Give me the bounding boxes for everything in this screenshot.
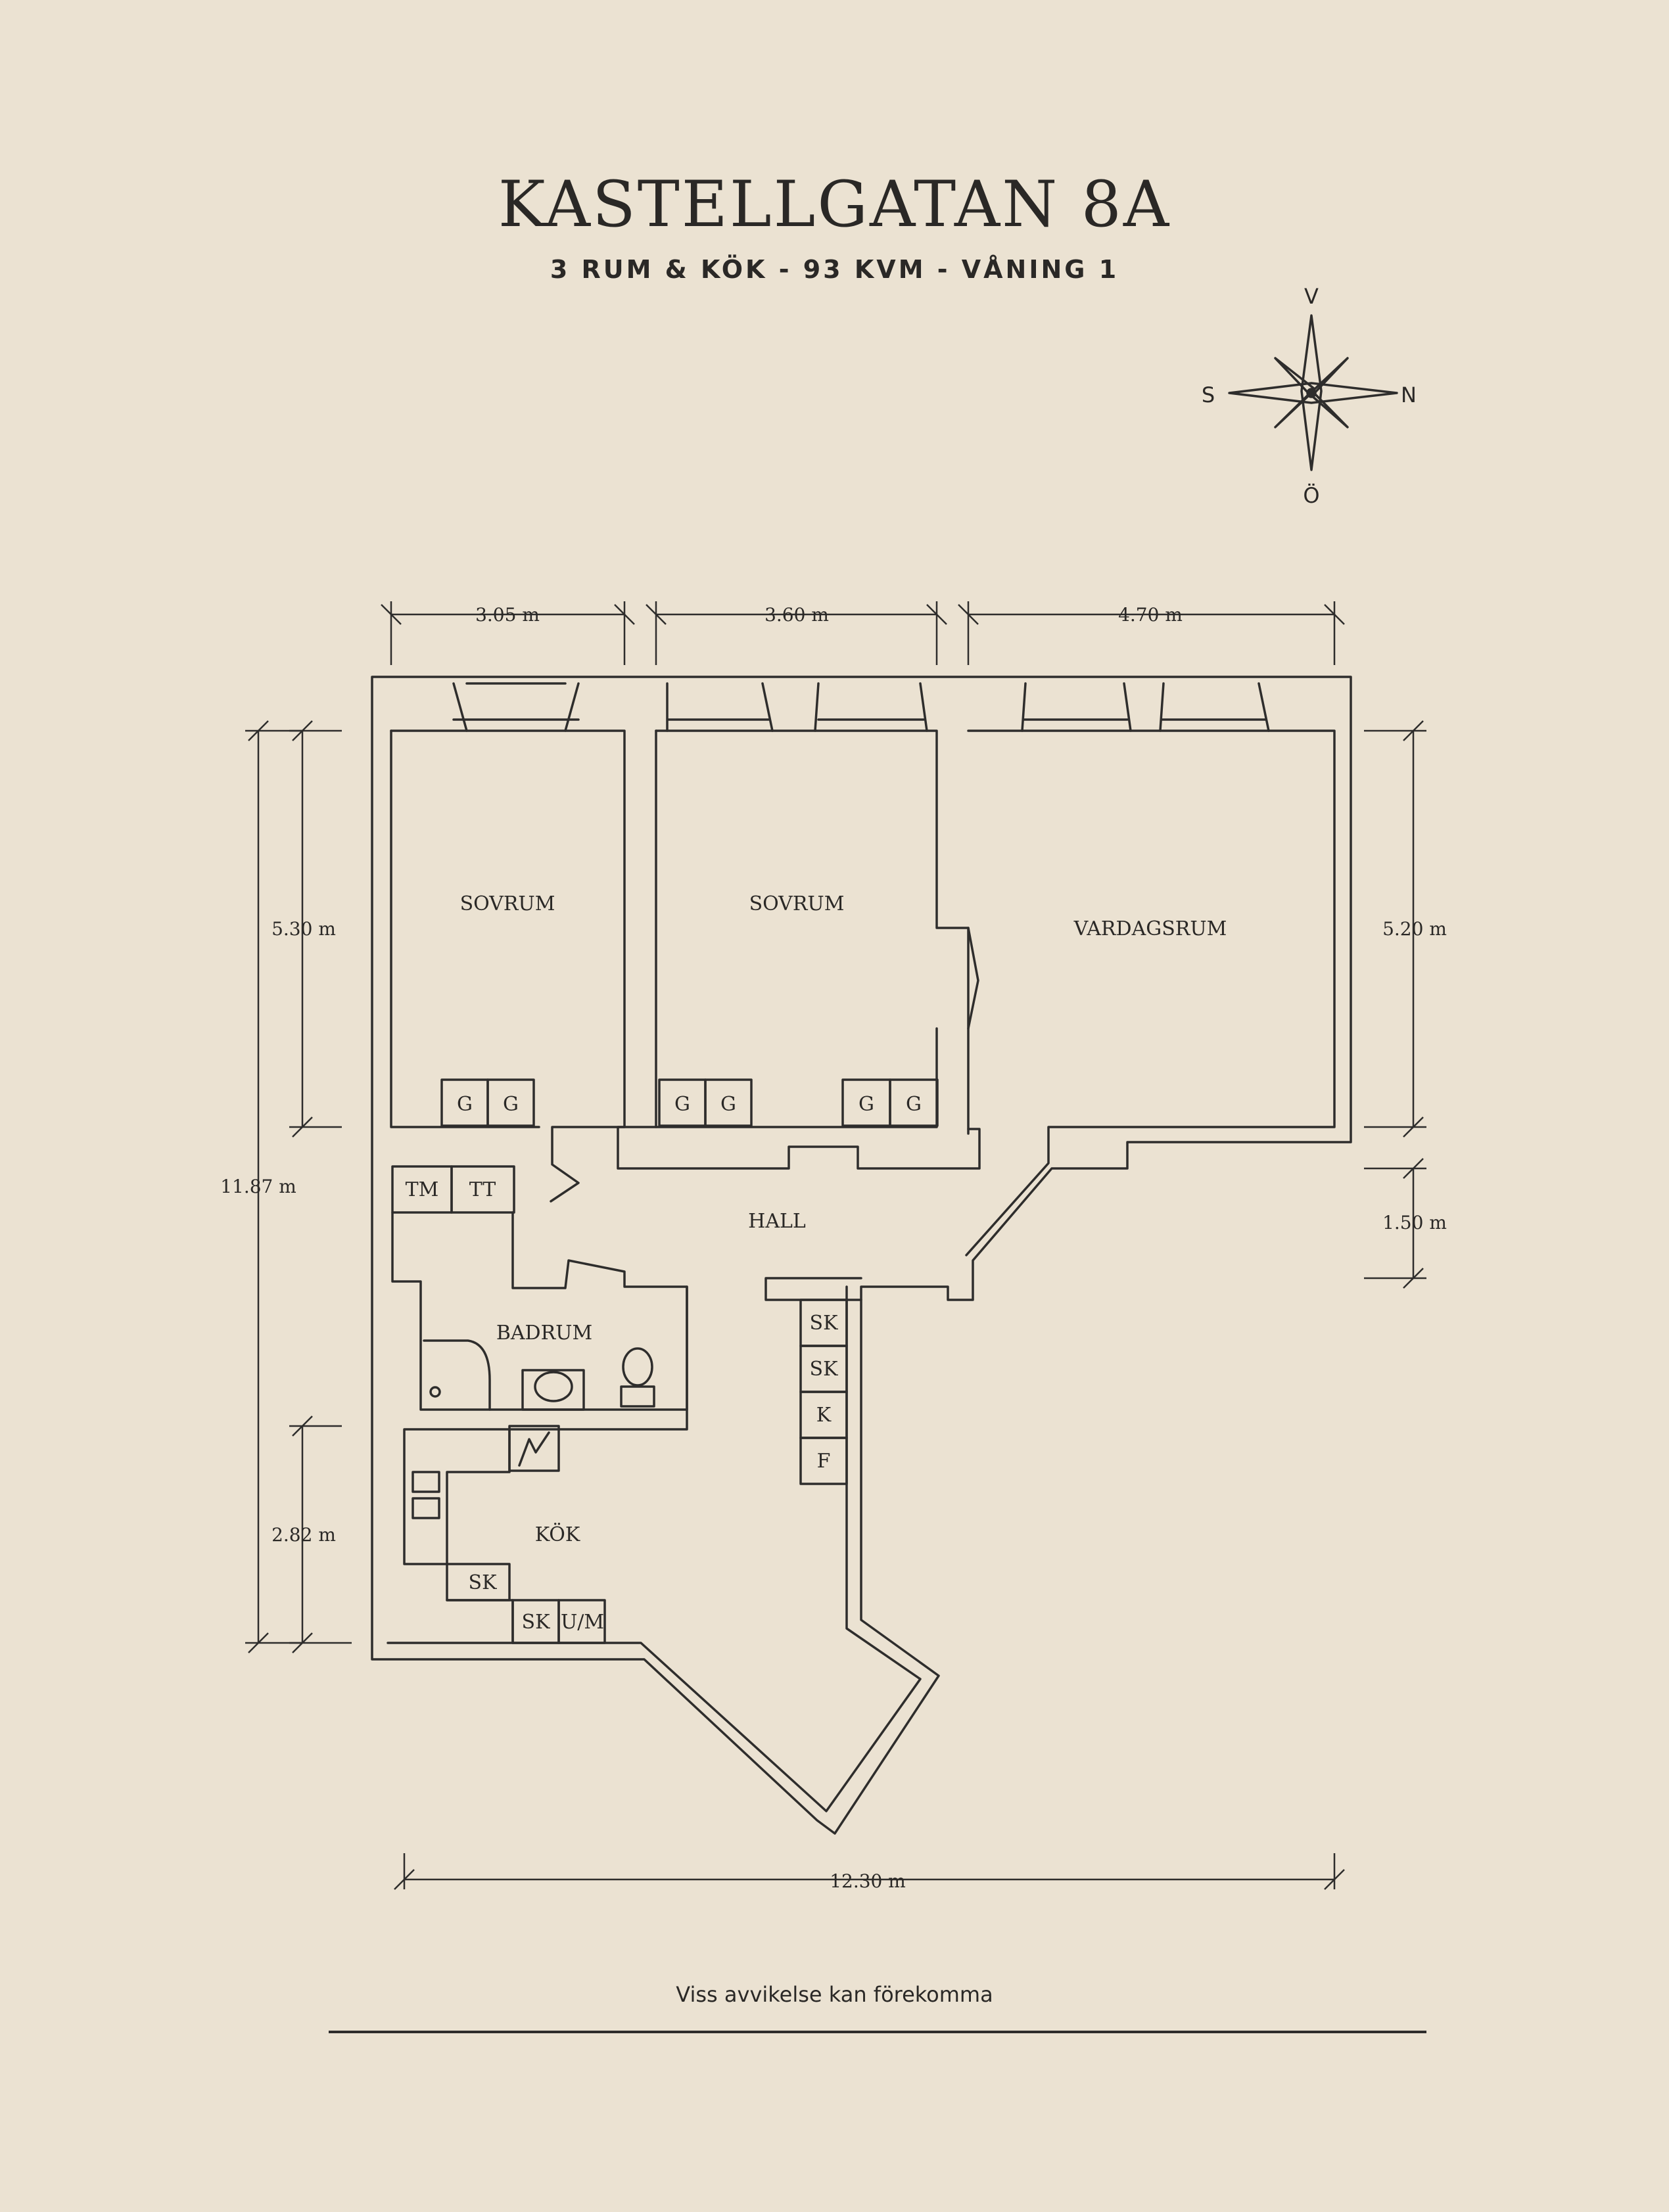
compass-icon	[1228, 314, 1398, 471]
compass-north-label: V	[1304, 284, 1319, 309]
closet-label-g: G	[858, 1093, 874, 1116]
compass-east-label: N	[1401, 382, 1417, 407]
kok-wall	[446, 1428, 511, 1565]
room-label-badrum: BADRUM	[496, 1322, 592, 1345]
cabinet-label-sk: SK	[810, 1312, 839, 1335]
dryer-label-tt: TT	[469, 1178, 496, 1201]
dimension-label-bottom: 12.30 m	[830, 1870, 906, 1892]
room-label-kok: KÖK	[535, 1523, 580, 1546]
closet-g	[440, 1078, 939, 1127]
room-label-hall: HALL	[748, 1210, 806, 1233]
closet-label-g: G	[906, 1093, 922, 1116]
dimension-label-top-1: 3.05 m	[475, 604, 540, 626]
cabinet-label-sk: SK	[469, 1571, 498, 1594]
room-label-sovrum-2: SOVRUM	[749, 892, 845, 915]
dimension-lines	[245, 601, 1426, 1890]
closet-label-g: G	[674, 1093, 690, 1116]
dimension-label-left-lower: 2.82 m	[271, 1524, 336, 1546]
freezer-label-f: F	[817, 1450, 831, 1473]
fridge-label-k: K	[816, 1404, 832, 1427]
oven-micro-label-um: U/M	[561, 1611, 604, 1634]
page-title: KASTELLGATAN 8A	[498, 168, 1171, 241]
page-subtitle: 3 RUM & KÖK - 93 KVM - VÅNING 1	[550, 255, 1119, 284]
cabinet-label-sk: SK	[522, 1611, 551, 1634]
compass-south-label: Ö	[1303, 483, 1319, 508]
sovrum-1-wall	[390, 729, 626, 1203]
dimension-label-top-3: 4.70 m	[1118, 604, 1183, 626]
dimension-label-left-upper: 5.30 m	[271, 918, 336, 940]
sovrum-2-wall	[655, 729, 970, 1135]
closet-label-g: G	[720, 1093, 736, 1116]
dimension-label-right-lower: 1.50 m	[1382, 1212, 1447, 1233]
closet-label-g: G	[457, 1093, 473, 1116]
vardagsrum-wall	[965, 729, 1336, 1256]
compass-west-label: S	[1202, 382, 1215, 407]
dimension-label-right-upper: 5.20 m	[1382, 918, 1447, 940]
outer-wall	[371, 676, 1352, 1835]
washer-label-tm: TM	[406, 1178, 439, 1201]
disclaimer-text: Viss avvikelse kan förekomma	[676, 1982, 993, 2007]
room-label-sovrum-1: SOVRUM	[460, 892, 555, 915]
room-label-vardagsrum: VARDAGSRUM	[1073, 917, 1227, 940]
dimension-label-left-total: 11.87 m	[220, 1176, 296, 1197]
closet-label-g: G	[503, 1093, 519, 1116]
dimension-label-top-2: 3.60 m	[764, 604, 829, 626]
cabinet-label-sk: SK	[810, 1358, 839, 1381]
